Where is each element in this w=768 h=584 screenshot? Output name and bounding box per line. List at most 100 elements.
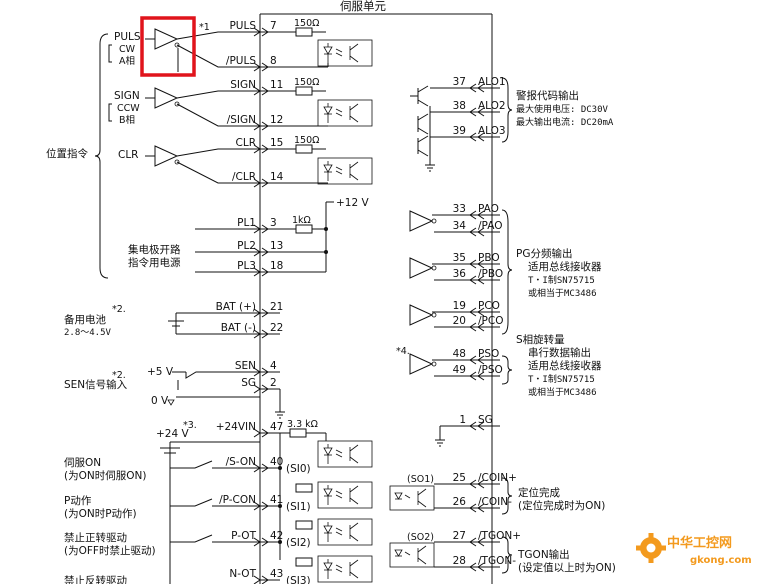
right-pin-number: 20 — [453, 315, 466, 327]
right-braces — [501, 77, 513, 574]
note-2b: *2. — [112, 370, 126, 381]
label-cw: CW — [119, 44, 136, 55]
left-pin-signal: SEN — [235, 360, 256, 372]
right-pin: 35 PBO — [453, 252, 500, 269]
voltage-plus24: +24 V — [156, 428, 189, 440]
left-pin-number: 2 — [270, 377, 277, 389]
right-pin: 33 PAO — [453, 203, 500, 220]
right-pin-number: 26 — [453, 496, 467, 508]
right-pin-number: 36 — [453, 268, 467, 280]
label-ccw: CCW — [117, 103, 140, 114]
left-pin-signal: /P-CON — [219, 494, 256, 506]
left-pin-number: 11 — [270, 79, 283, 91]
label-p-action-1: P动作 — [64, 495, 92, 507]
r1k: 1kΩ — [292, 215, 311, 226]
right-pin: 49/PSO — [453, 364, 503, 381]
left-pin-si: (SI0) — [286, 463, 311, 475]
s-phase-5: 或相当于MC3486 — [528, 386, 597, 398]
tgon-2: (设定值以上时为ON) — [518, 561, 616, 574]
pg-1: PG分频输出 — [516, 247, 572, 260]
left-pin-signal: PL3 — [237, 260, 256, 272]
right-pin-number: 35 — [453, 252, 466, 264]
label-b-phase: B相 — [119, 114, 135, 126]
label-servo-on-2: (为ON时伺服ON) — [64, 469, 146, 482]
left-pin-number: 22 — [270, 322, 283, 334]
watermark-url: gkong.com — [690, 555, 752, 566]
left-pin-number: 15 — [270, 137, 283, 149]
left-pin: SG 2 — [241, 377, 280, 394]
left-pin-signal: /PULS — [226, 55, 256, 67]
left-pin-number: 43 — [270, 568, 283, 580]
left-pin-number: 42 — [270, 530, 283, 542]
watermark: 中华工控网 gkong.com — [636, 533, 752, 566]
label-open-collector-2: 指令用电源 — [128, 256, 181, 269]
right-pin-signal: PBO — [478, 252, 500, 264]
left-pin: BAT (-)22 — [221, 322, 283, 339]
right-pin-number: 25 — [453, 472, 466, 484]
left-pin-number: 8 — [270, 55, 277, 67]
voltage-plus5: +5 V — [147, 366, 174, 378]
label-p-action-2: (为ON时P动作) — [64, 508, 137, 520]
right-pin-signal: /PCO — [478, 315, 503, 327]
right-pin-signal: /TGON- — [478, 555, 516, 567]
right-pin-number: 1 — [459, 414, 466, 426]
right-pin-signal: PAO — [478, 203, 499, 215]
right-pin: 1 SG — [459, 414, 500, 431]
left-pin-signal: BAT (+) — [216, 301, 256, 313]
left-pin-number: 47 — [270, 421, 283, 433]
left-pin: /PULS 8 — [226, 55, 280, 72]
resistor-labels: 150Ω 150Ω 150Ω 1kΩ 3.3 kΩ — [287, 18, 319, 430]
r33k: 3.3 kΩ — [287, 419, 318, 430]
internal-outputs: (SO1) (SO2) — [389, 85, 470, 568]
internal-inputs — [195, 27, 373, 583]
pg-4: 或相当于MC3486 — [528, 287, 597, 299]
right-pin-signal: /PAO — [478, 220, 502, 232]
left-pin-signal: N-OT — [229, 568, 256, 580]
right-pin-signal: /TGON+ — [478, 530, 521, 542]
right-pin-number: 34 — [453, 220, 467, 232]
note-1: *1 — [199, 22, 210, 33]
right-labels: 警报代码输出 最大使用电压: DC30V 最大输出电流: DC20mA PG分频… — [516, 89, 616, 574]
coin-2: (定位完成时为ON) — [518, 499, 605, 512]
left-pin-signal: /CLR — [232, 171, 256, 183]
tgon-1: TGON输出 — [517, 548, 570, 561]
note-4: *4. — [396, 346, 410, 357]
right-pin: 26/COIN- — [453, 496, 512, 513]
right-pin: 20/PCO — [453, 315, 503, 332]
right-pin-signal: /PBO — [478, 268, 503, 280]
voltage-plus12: +12 V — [336, 197, 369, 209]
left-pin-number: 13 — [270, 240, 283, 252]
label-clr: CLR — [118, 149, 138, 161]
left-pin-number: 12 — [270, 114, 283, 126]
left-pin-si: (SI1) — [286, 501, 311, 513]
right-pin-number: 33 — [453, 203, 466, 215]
right-pin-signal: SG — [478, 414, 493, 426]
right-pin-signal: ALO2 — [478, 100, 506, 112]
external-power — [160, 312, 260, 584]
r150b: 150Ω — [294, 77, 319, 88]
label-position-command: 位置指令 — [46, 147, 88, 160]
right-pin: 36/PBO — [453, 268, 503, 285]
left-pin-signal: SG — [241, 377, 256, 389]
right-pin-number: 19 — [453, 300, 466, 312]
label-servo-on-1: 伺服ON — [64, 456, 101, 469]
right-pin-signal: /PSO — [478, 364, 503, 376]
left-braces — [94, 33, 112, 279]
left-pin-si: (SI2) — [286, 537, 311, 549]
left-pin-number: 7 — [270, 20, 277, 32]
label-forward-stop-2: (为OFF时禁止驱动) — [64, 545, 156, 557]
